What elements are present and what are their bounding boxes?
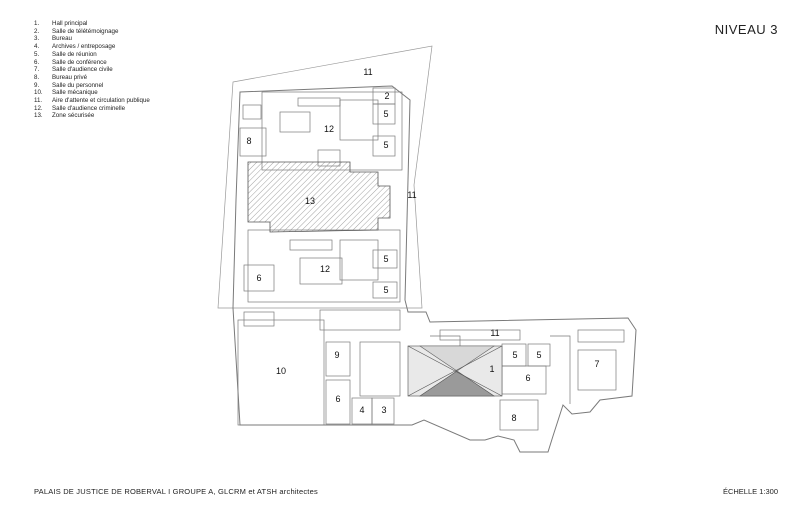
room-label: 9 — [334, 350, 339, 360]
room-label: 4 — [359, 405, 364, 415]
room-label: 3 — [381, 405, 386, 415]
level-title: NIVEAU 3 — [714, 22, 778, 37]
room-label: 8 — [511, 413, 516, 423]
room-label: 8 — [246, 136, 251, 146]
room-label: 12 — [324, 124, 334, 134]
legend-number: 8. — [34, 73, 40, 81]
room-label: 7 — [594, 359, 599, 369]
secure-zone — [247, 161, 391, 233]
legend-number: 5. — [34, 50, 40, 58]
legend-number: 3. — [34, 35, 40, 43]
legend-item: 7. Salle d'audience civile — [34, 66, 150, 74]
room-label: 11 — [363, 67, 372, 77]
room-label: 10 — [276, 366, 286, 376]
room-label: 1 — [489, 364, 494, 374]
room-label: 5 — [383, 254, 388, 264]
legend-label: Zone sécurisée — [52, 112, 95, 120]
room-label: 5 — [536, 350, 541, 360]
legend-label: Archives / entreposage — [52, 43, 116, 51]
legend-label: Hall principal — [52, 20, 88, 27]
legend-label: Salle de conférence — [52, 58, 107, 66]
building-outline — [232, 85, 637, 453]
legend-label: Salle d'audience criminelle — [52, 104, 126, 112]
room-label: 5 — [383, 109, 388, 119]
room-label: 5 — [383, 140, 388, 150]
legend-item: 10. Salle mécanique — [34, 89, 150, 97]
legend-item: 2. Salle de télétémoignage — [34, 28, 150, 36]
legend-item: 9. Salle du personnel — [34, 82, 150, 90]
legend-number: 11. — [34, 97, 43, 105]
legend-item: 6. Salle de conférence — [34, 59, 150, 67]
corridor-frame — [319, 309, 401, 331]
room-label: 12 — [320, 264, 330, 274]
legend-label: Salle de télétémoignage — [52, 27, 119, 35]
room-label: 2 — [384, 91, 389, 101]
room-label: 11 — [407, 190, 416, 200]
legend-number: 13. — [34, 112, 43, 120]
legend-number: 2. — [34, 27, 40, 35]
legend-label: Bureau privé — [52, 73, 88, 81]
scale-label: ÉCHELLE 1:300 — [722, 487, 778, 496]
room-label: 13 — [305, 196, 315, 206]
room-label: 5 — [383, 285, 388, 295]
legend-label: Salle du personnel — [52, 81, 104, 89]
legend-item: 3. Bureau — [34, 35, 150, 43]
legend-item: 11. Aire d'attente et circulation publiqu… — [34, 97, 150, 105]
room-label: 6 — [335, 394, 340, 404]
legend-label: Aire d'attente et circulation publique — [52, 97, 150, 105]
legend-label: Salle d'audience civile — [52, 66, 113, 74]
project-credit: PALAIS DE JUSTICE DE ROBERVAL I GROUPE A… — [34, 487, 318, 496]
legend-number: 9. — [34, 81, 40, 89]
legend-label: Salle mécanique — [52, 89, 98, 97]
legend-number: 1. — [34, 20, 40, 27]
legend-number: 12. — [34, 104, 43, 112]
legend-item: 4. Archives / entreposage — [34, 43, 150, 51]
legend-item: 12. Salle d'audience criminelle — [34, 105, 150, 113]
legend-item: 13. Zone sécurisée — [34, 112, 150, 120]
legend-number: 7. — [34, 66, 40, 74]
legend-item: 1. Hall principal — [34, 20, 150, 28]
shaft-frame — [243, 311, 275, 327]
legend-number: 4. — [34, 43, 40, 51]
legend-number: 10. — [34, 89, 43, 97]
legend-number: 6. — [34, 58, 40, 66]
room-label: 6 — [256, 273, 261, 283]
room-legend: 1. Hall principal 2. Salle de télétémoigna… — [34, 20, 150, 120]
legend-item: 8. Bureau privé — [34, 74, 150, 82]
mechanical-frame — [237, 319, 325, 426]
room-labels: 11 2 5 12 8 5 13 11 12 6 5 5 11 9 10 5 5… — [246, 67, 599, 423]
site-boundary — [217, 45, 433, 309]
room-label: 6 — [525, 373, 530, 383]
legend-label: Salle de réunion — [52, 50, 97, 58]
main-hall-atrium — [407, 345, 503, 397]
room-label: 11 — [490, 328, 499, 338]
room-label: 5 — [512, 350, 517, 360]
legend-label: Bureau — [52, 35, 72, 43]
legend-item: 5. Salle de réunion — [34, 51, 150, 59]
